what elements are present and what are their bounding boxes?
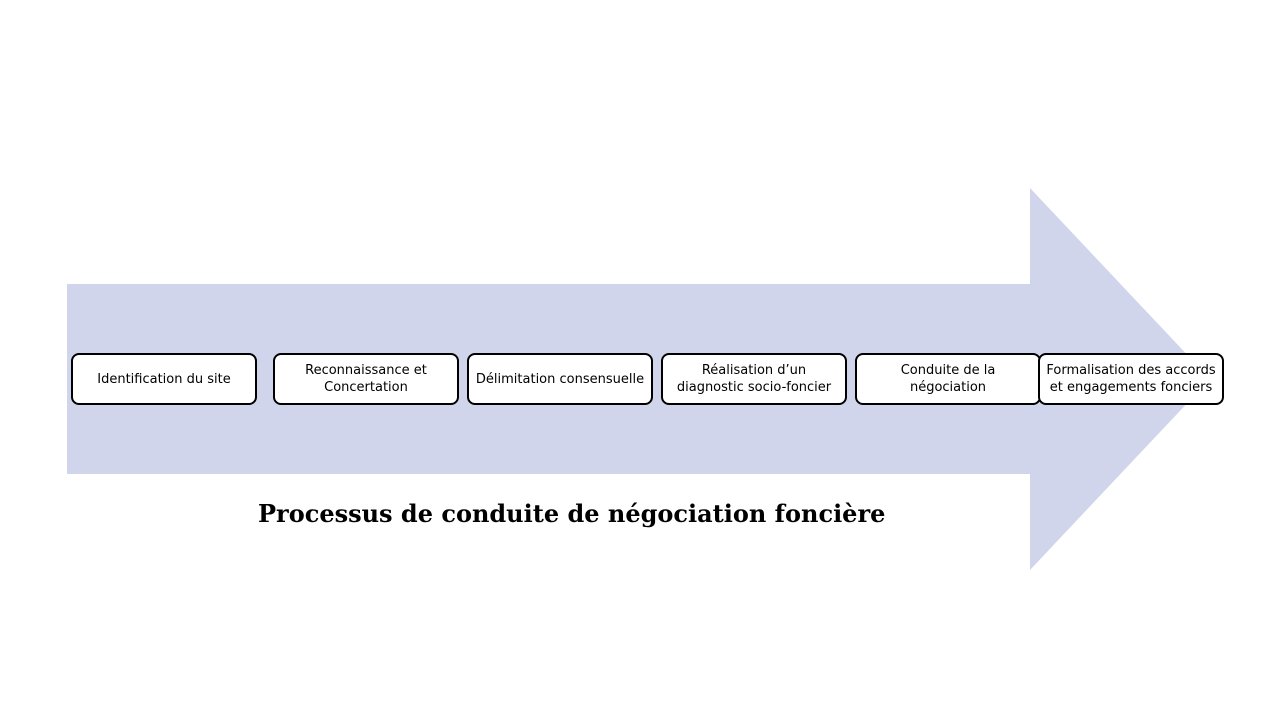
- step-label: Réalisation d’un diagnostic socio-foncie…: [676, 363, 832, 395]
- step-reconnaissance-et-concertation: Reconnaissance et Concertation: [273, 353, 459, 405]
- step-formalisation-des-accords: Formalisation des accords et engagements…: [1038, 353, 1224, 405]
- step-label: Reconnaissance et Concertation: [305, 363, 427, 395]
- diagram-caption: Processus de conduite de négociation fon…: [258, 499, 886, 528]
- step-label: Délimitation consensuelle: [475, 371, 645, 387]
- step-label: Formalisation des accords et engagements…: [1046, 363, 1216, 395]
- step-conduite-de-la-negociation: Conduite de la négociation: [855, 353, 1041, 405]
- step-identification-du-site: Identification du site: [71, 353, 257, 405]
- step-delimitation-consensuelle: Délimitation consensuelle: [467, 353, 653, 405]
- step-diagnostic-socio-foncier: Réalisation d’un diagnostic socio-foncie…: [661, 353, 847, 405]
- step-label: Identification du site: [97, 371, 231, 387]
- step-label: Conduite de la négociation: [900, 363, 996, 395]
